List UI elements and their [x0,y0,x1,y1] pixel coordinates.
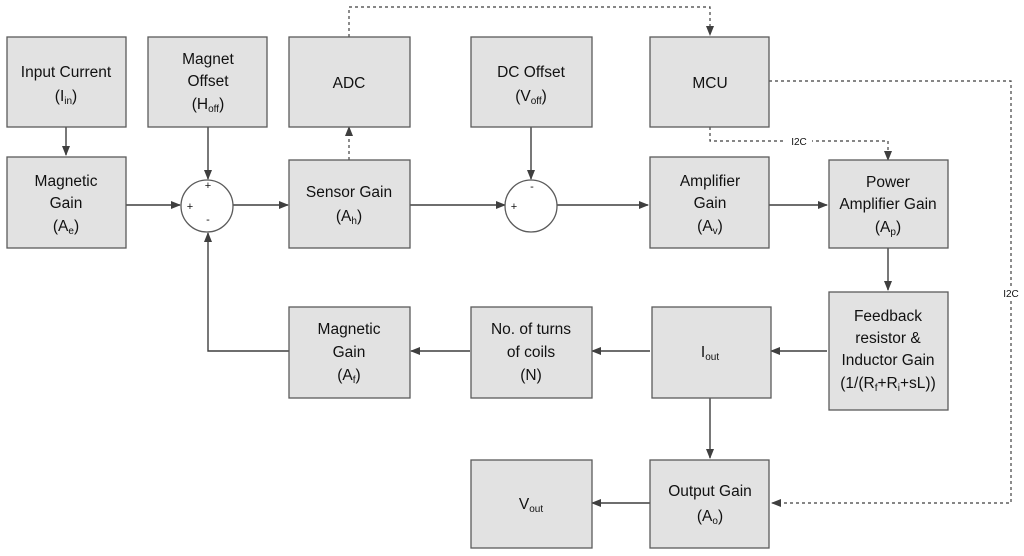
block-sensor-gain: Sensor Gain (Ah) [288,159,411,249]
summer-2-left-sign: + [511,201,517,213]
block-input-current-title: Input Current [21,64,112,81]
summer-1-bottom-sign: - [206,214,210,226]
block-magnet-offset-line1: Magnet [182,51,234,68]
arrow-adc-to-mcu [348,6,714,37]
block-amplifier-gain-line2: Gain [694,195,727,212]
i2c-label-output-gain: I2C [1003,289,1019,300]
block-output-gain-symbol: (Ao) [697,508,723,527]
block-feedback-resistor-inductor-gain: Feedback resistor & Inductor Gain (1/(Rf… [828,291,949,411]
summer-1-top-sign: + [205,180,211,192]
block-sensor-gain-symbol: (Ah) [336,208,362,227]
block-magnet-offset-symbol: (Hoff) [192,96,224,115]
block-i-out-label: Iout [701,344,719,363]
block-dc-offset-title: DC Offset [497,64,565,81]
block-dc-offset-symbol: (Voff) [515,88,547,107]
block-input-current: Input Current (Iin) [6,36,127,128]
block-number-of-turns-line3: (N) [520,367,542,384]
block-magnetic-gain-f-line2: Gain [333,344,366,361]
block-feedback-line2: resistor & [855,330,921,347]
block-magnetic-gain-f: Magnetic Gain (Af) [288,306,411,399]
block-magnetic-gain-f-symbol: (Af) [337,367,360,386]
block-power-amplifier-gain-symbol: (Ap) [875,219,901,238]
block-magnetic-gain-e-line1: Magnetic [35,173,98,190]
summer-1-left-sign: + [187,201,193,213]
block-number-of-turns: No. of turns of coils (N) [470,306,593,399]
block-mcu: MCU [649,36,770,128]
block-amplifier-gain-symbol: (Av) [697,218,723,237]
summer-2-top-sign: - [530,181,534,193]
block-amplifier-gain-line1: Amplifier [680,173,740,190]
block-magnet-offset: Magnet Offset (Hoff) [147,36,268,128]
block-number-of-turns-line1: No. of turns [491,321,571,338]
block-output-gain-title: Output Gain [668,483,752,500]
block-feedback-line1: Feedback [854,308,922,325]
block-sensor-gain-title: Sensor Gain [306,184,392,201]
block-i-out: Iout [651,306,772,399]
summer-1: + + - [180,179,234,233]
connectors [62,127,892,507]
block-magnetic-gain-e-line2: Gain [50,195,83,212]
block-v-out-label: Vout [519,496,543,515]
block-magnetic-gain-e-symbol: (Ae) [53,218,79,237]
summer-2: - + [504,179,558,233]
block-amplifier-gain: Amplifier Gain (Av) [649,156,770,249]
block-feedback-formula: (1/(Rf+Ri+sL)) [840,375,935,394]
block-feedback-line3: Inductor Gain [841,352,934,369]
block-adc-label: ADC [333,75,366,92]
block-power-amplifier-gain: Power Amplifier Gain (Ap) [828,159,949,249]
block-v-out: Vout [470,459,593,549]
block-magnet-offset-line2: Offset [187,73,229,90]
block-magnetic-gain-e: Magnetic Gain (Ae) [6,156,127,249]
block-power-amplifier-gain-line2: Amplifier Gain [839,196,936,213]
block-mcu-label: MCU [692,75,727,92]
block-power-amplifier-gain-line1: Power [866,174,910,191]
block-adc: ADC [288,36,411,128]
block-dc-offset: DC Offset (Voff) [470,36,593,128]
block-input-current-symbol: (Iin) [55,88,77,107]
block-magnetic-gain-f-line1: Magnetic [318,321,381,338]
i2c-label-power-amp: I2C [791,137,807,148]
block-output-gain: Output Gain (Ao) [649,459,770,549]
block-number-of-turns-line2: of coils [507,344,555,361]
arrow-magnetic-gain-f-to-summer1 [204,232,289,352]
